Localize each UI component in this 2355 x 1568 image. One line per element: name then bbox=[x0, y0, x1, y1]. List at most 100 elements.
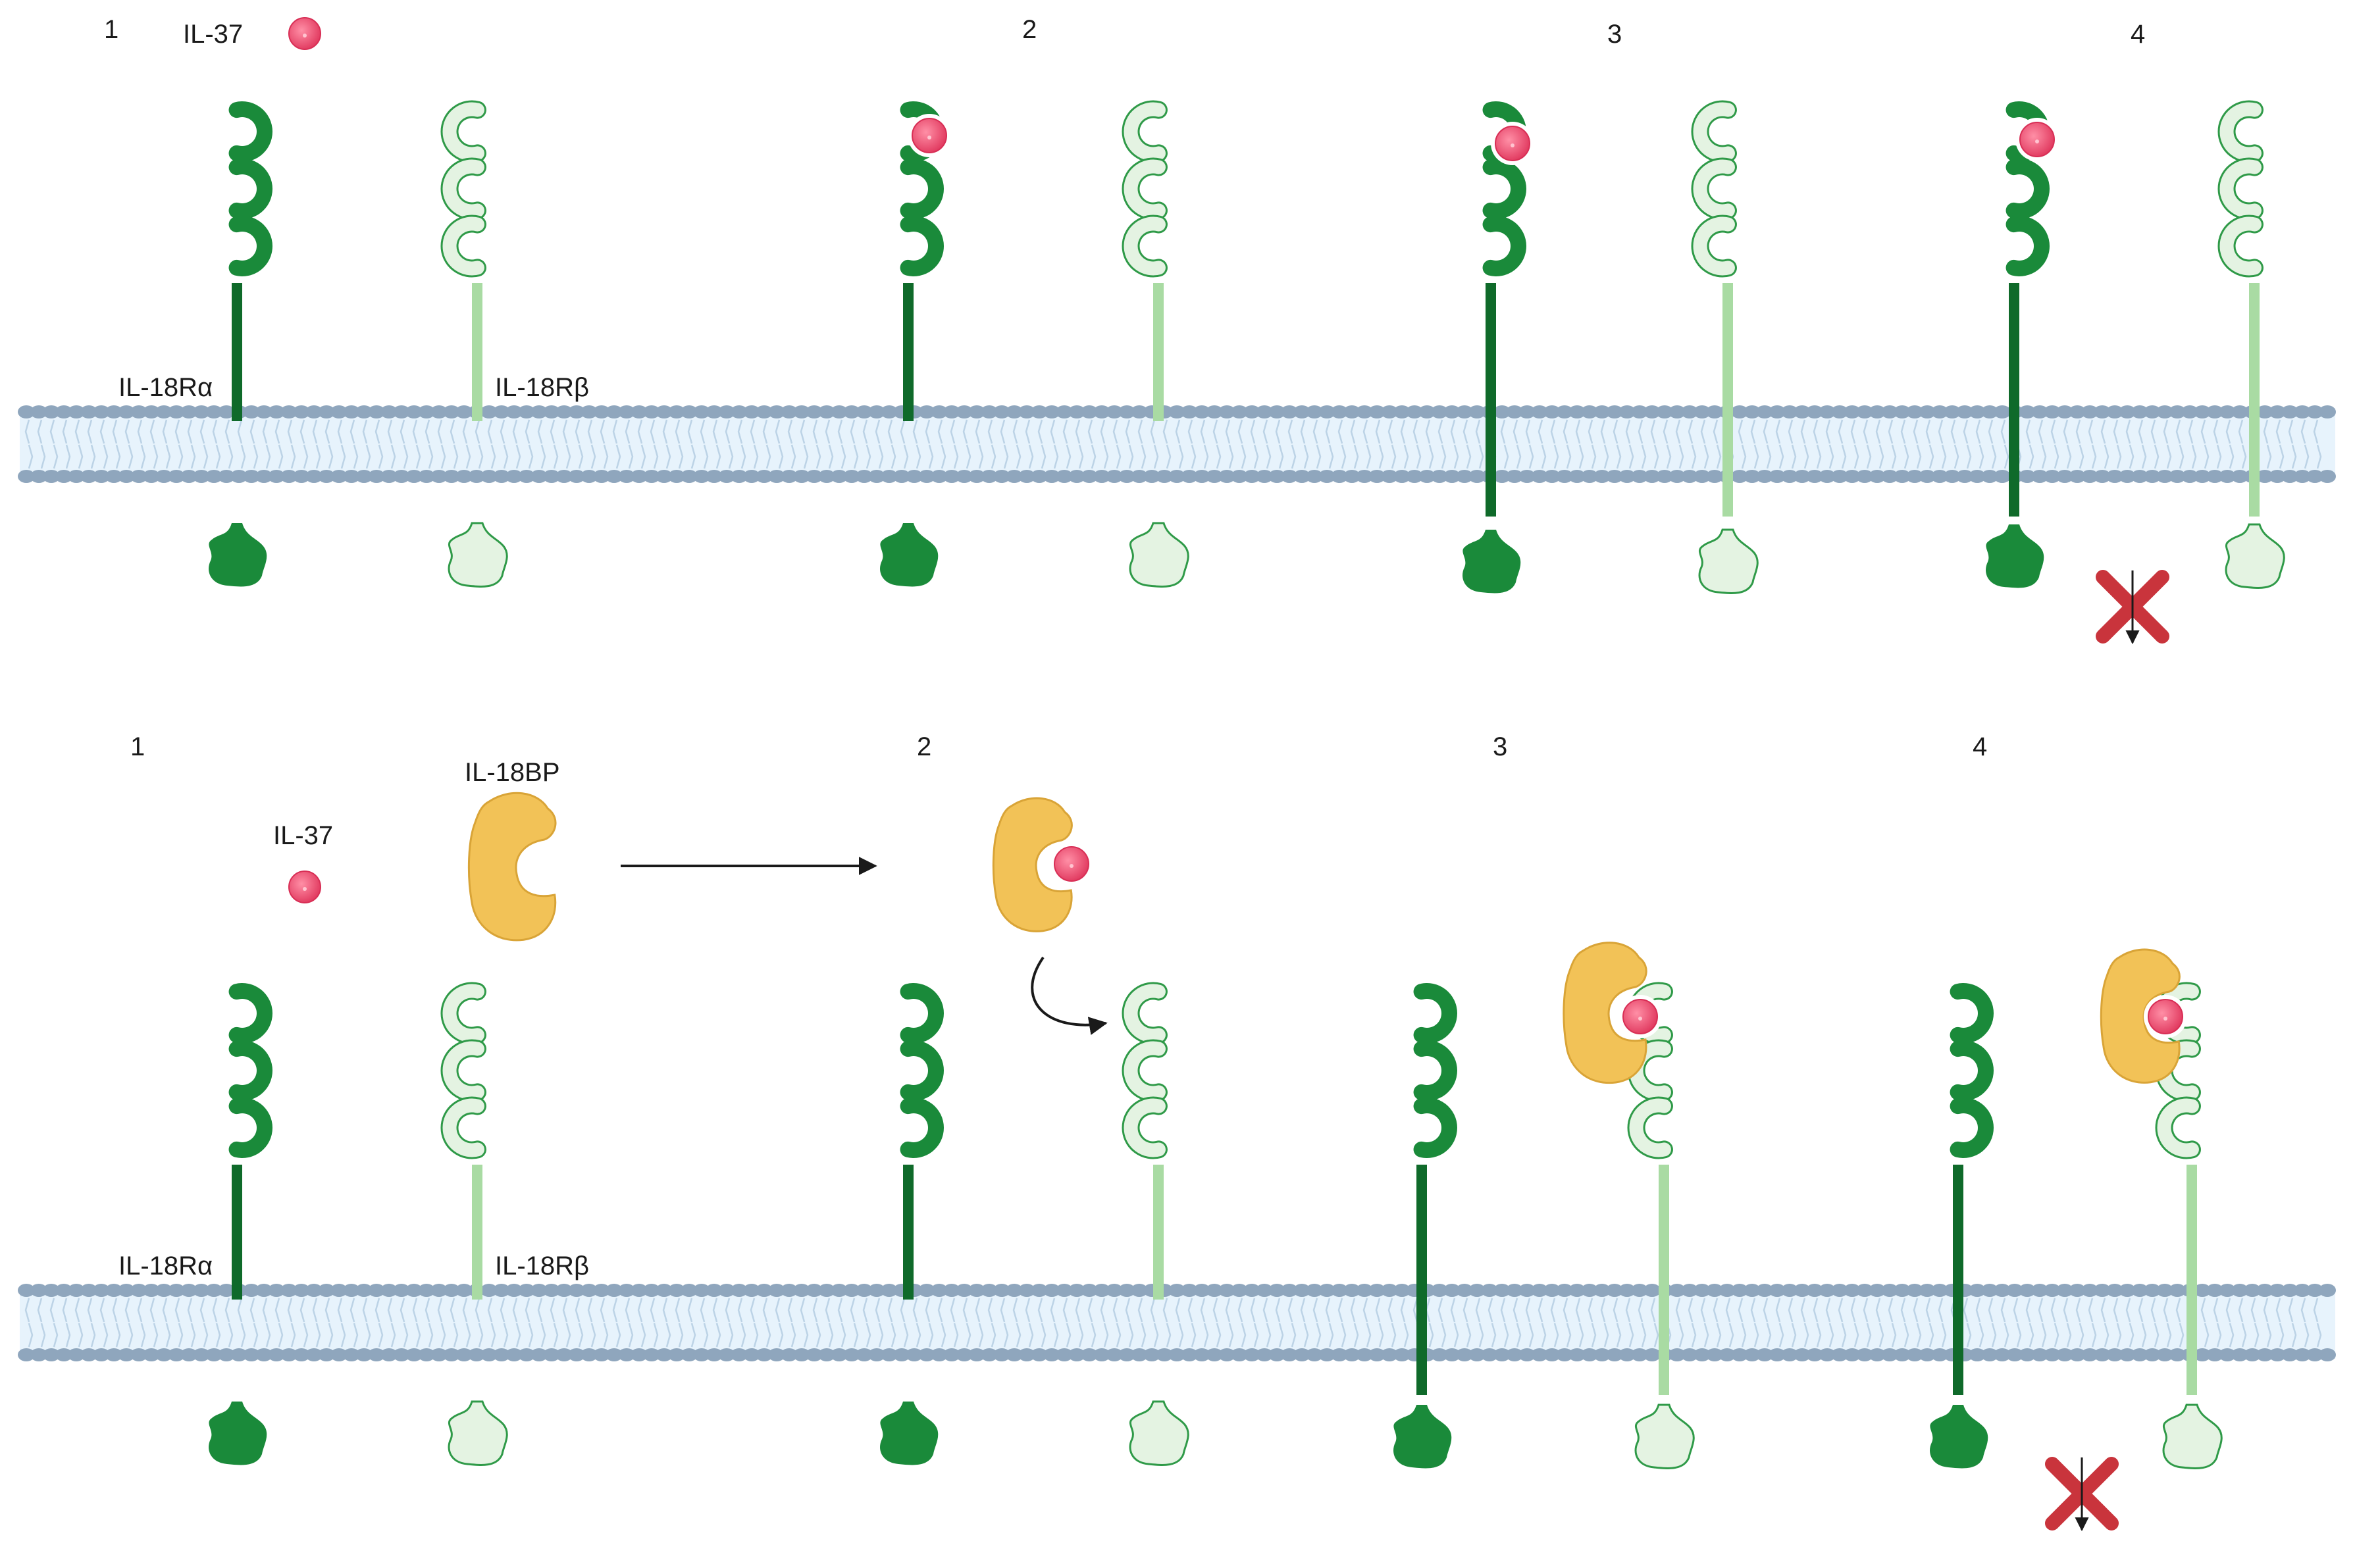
lipid-head bbox=[2119, 405, 2136, 418]
lipid-head bbox=[593, 405, 610, 418]
lipid-head bbox=[1643, 1348, 1661, 1361]
lipid-head bbox=[918, 1284, 935, 1297]
lipid-head bbox=[556, 1348, 573, 1361]
lipid-head bbox=[581, 1348, 598, 1361]
lipid-head bbox=[806, 1348, 823, 1361]
lipid-head bbox=[93, 405, 110, 418]
lipid-head bbox=[1731, 1284, 1748, 1297]
lipid-head bbox=[1418, 405, 1436, 418]
lipid-head bbox=[368, 1284, 385, 1297]
lipid-head bbox=[1093, 1284, 1110, 1297]
lipid-head bbox=[2031, 1348, 2048, 1361]
lipid-head bbox=[118, 1284, 135, 1297]
lipid-head bbox=[1593, 1348, 1611, 1361]
lipid-head bbox=[1468, 1348, 1486, 1361]
lipid-head bbox=[518, 470, 535, 483]
lipid-head bbox=[831, 470, 848, 483]
lipid-head bbox=[868, 470, 885, 483]
receptor-ig-domain bbox=[900, 159, 944, 219]
lipid-head bbox=[2056, 470, 2073, 483]
lipid-head bbox=[1243, 405, 1260, 418]
lipid-head bbox=[505, 1348, 523, 1361]
bottom-step-3: 3 bbox=[1493, 732, 1507, 761]
lipid-head bbox=[1231, 1284, 1248, 1297]
lipid-head bbox=[405, 470, 423, 483]
receptor-ig-domain bbox=[440, 982, 486, 1045]
lipid-head bbox=[1643, 1284, 1661, 1297]
lipid-head bbox=[1506, 1284, 1523, 1297]
lipid-head bbox=[105, 1348, 122, 1361]
receptor-ig-domain bbox=[228, 159, 272, 219]
lipid-head bbox=[2306, 1284, 2323, 1297]
lipid-head bbox=[255, 1348, 272, 1361]
lipid-head bbox=[1919, 1284, 1936, 1297]
lipid-head bbox=[1043, 405, 1060, 418]
lipid-head bbox=[843, 1284, 860, 1297]
lipid-head bbox=[343, 405, 360, 418]
lipid-head bbox=[1231, 470, 1248, 483]
signal-blocked-icon bbox=[2045, 1457, 2119, 1532]
lipid-head bbox=[155, 1284, 172, 1297]
lipid-head bbox=[2281, 470, 2298, 483]
lipid-head bbox=[906, 470, 923, 483]
lipid-head bbox=[305, 1284, 323, 1297]
lipid-head bbox=[643, 470, 660, 483]
lipid-head bbox=[1981, 1284, 1998, 1297]
lipid-head bbox=[1969, 1348, 1986, 1361]
lipid-head bbox=[205, 1284, 222, 1297]
lipid-head bbox=[1806, 1348, 1823, 1361]
lipid-head bbox=[1456, 470, 1473, 483]
lipid-head bbox=[843, 405, 860, 418]
lipid-head bbox=[881, 1348, 898, 1361]
lipid-head bbox=[2056, 1284, 2073, 1297]
lipid-head bbox=[1669, 1284, 1686, 1297]
lipid-head bbox=[293, 1284, 310, 1297]
lipid-head bbox=[1831, 1284, 1848, 1297]
lipid-head bbox=[155, 1348, 172, 1361]
receptor-tir-domain bbox=[448, 1400, 508, 1466]
lipid-head bbox=[293, 470, 310, 483]
lipid-head bbox=[681, 1348, 698, 1361]
lipid-head bbox=[1681, 1284, 1698, 1297]
lipid-head bbox=[1106, 470, 1123, 483]
lipid-head bbox=[1431, 1348, 1448, 1361]
lipid-head bbox=[731, 470, 748, 483]
lipid-head bbox=[706, 1284, 723, 1297]
lipid-head bbox=[368, 470, 385, 483]
lipid-head bbox=[1744, 1348, 1761, 1361]
lipid-head bbox=[756, 1348, 773, 1361]
lipid-head bbox=[305, 470, 323, 483]
lipid-head bbox=[2044, 470, 2061, 483]
lipid-head bbox=[1193, 1348, 1210, 1361]
top-il18rb-label: IL-18Rβ bbox=[495, 373, 589, 402]
lipid-head bbox=[1956, 405, 1973, 418]
lipid-head bbox=[843, 1348, 860, 1361]
lipid-head bbox=[1106, 405, 1123, 418]
lipid-head bbox=[355, 1348, 373, 1361]
lipid-head bbox=[2156, 1348, 2173, 1361]
lipid-head bbox=[968, 1348, 985, 1361]
receptor-ig-domain bbox=[440, 157, 486, 220]
lipid-head bbox=[180, 1348, 197, 1361]
lipid-head bbox=[2156, 405, 2173, 418]
lipid-head bbox=[993, 470, 1010, 483]
lipid-head bbox=[2231, 1348, 2248, 1361]
lipid-head bbox=[118, 1348, 135, 1361]
lipid-head bbox=[1869, 1284, 1886, 1297]
lipid-head bbox=[1906, 470, 1923, 483]
lipid-head bbox=[1268, 1348, 1285, 1361]
lipid-head bbox=[531, 405, 548, 418]
lipid-head bbox=[743, 1284, 760, 1297]
lipid-head bbox=[1443, 1348, 1461, 1361]
lipid-head bbox=[781, 405, 798, 418]
receptor-tir-domain bbox=[2225, 523, 2285, 589]
lipid-head bbox=[1206, 1348, 1223, 1361]
lipid-head bbox=[105, 470, 122, 483]
lipid-head bbox=[368, 405, 385, 418]
lipid-head bbox=[1181, 405, 1198, 418]
lipid-head bbox=[681, 1284, 698, 1297]
lipid-head bbox=[1981, 405, 1998, 418]
lipid-head bbox=[2069, 405, 2086, 418]
lipid-head bbox=[1256, 1284, 1273, 1297]
lipid-head bbox=[1856, 405, 1873, 418]
